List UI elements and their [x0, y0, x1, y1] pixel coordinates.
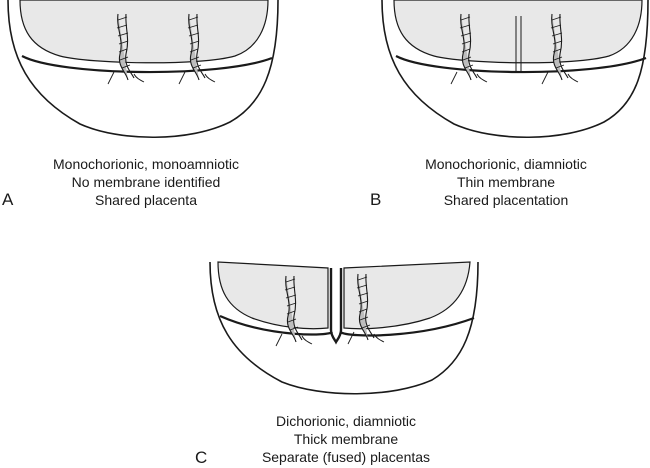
panel-c-left-sac [217, 261, 329, 330]
panel-c-caption-line-3: Separate (fused) placentas [261, 449, 431, 465]
panel-a-caption-line-3: Shared placenta [95, 192, 197, 208]
panel-b-letter: B [370, 190, 382, 209]
panel-b-caption-line-2: Thin membrane [456, 174, 556, 190]
panel-c-caption-line-2: Thick membrane [293, 431, 399, 447]
panel-b-amniotic-sac [393, 0, 643, 64]
panel-a-caption: Monochorionic, monoamniotic No membrane … [20, 155, 272, 209]
panel-b-caption-line-1: Monochorionic, diamniotic [425, 156, 587, 172]
panel-b-diagram [381, 0, 649, 139]
panel-c-letter: C [195, 448, 208, 467]
panel-c-thick-membrane [329, 268, 343, 345]
panel-a-diagram [7, 0, 279, 139]
panel-c-right-sac [343, 261, 471, 330]
panel-b-caption-line-3: Shared placentation [443, 192, 569, 208]
panel-b-thin-membrane [515, 16, 522, 72]
panel-c-caption-line-1: Dichorionic, diamniotic [275, 413, 417, 429]
panel-a-amniotic-sac [19, 0, 269, 64]
panel-a-letter: A [2, 190, 14, 209]
panel-a-caption-line-2: No membrane identified [71, 174, 221, 190]
panel-c-diagram [209, 261, 479, 395]
panel-b-chorionic-plate [395, 55, 647, 74]
panel-a-caption-line-1: Monochorionic, monoamniotic [53, 156, 239, 172]
panel-c-caption: Dichorionic, diamniotic Thick membrane S… [220, 412, 472, 466]
panel-b-caption: Monochorionic, diamniotic Thin membrane … [380, 155, 632, 209]
panel-a-chorionic-plate [21, 55, 273, 74]
